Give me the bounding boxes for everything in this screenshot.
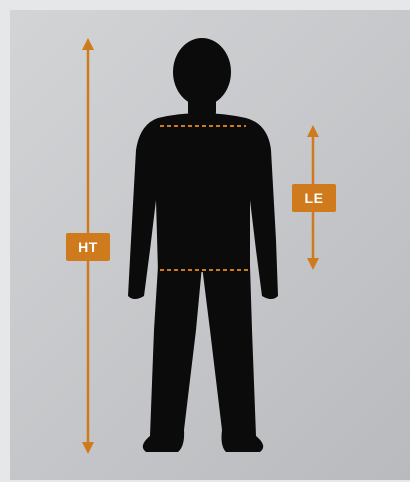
child-silhouette-icon — [128, 38, 278, 452]
height-label: HT — [66, 233, 110, 261]
length-label: LE — [292, 184, 336, 212]
